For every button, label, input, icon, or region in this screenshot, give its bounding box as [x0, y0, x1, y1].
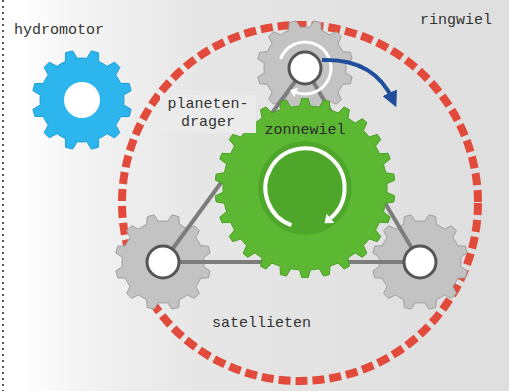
part-label: hydromotor [14, 22, 104, 40]
motion-arrow [322, 60, 393, 100]
motor-gear [33, 51, 131, 149]
planet-hub [289, 52, 321, 84]
sun-gear-hub [258, 141, 352, 235]
part-label: planeten- drager [160, 95, 256, 133]
part-label: ringwiel [420, 12, 492, 30]
rotation-arrowhead [290, 88, 298, 97]
planet-hub [147, 246, 179, 278]
planet-hub [404, 246, 436, 278]
rotation-arrow [281, 42, 331, 94]
ring-gear [122, 25, 478, 381]
dotted-border [2, 0, 4, 391]
rotation-arrowhead [324, 214, 334, 224]
rotation-arrow [265, 148, 344, 225]
motor-hub [64, 82, 100, 118]
part-label: satellieten [212, 315, 311, 333]
